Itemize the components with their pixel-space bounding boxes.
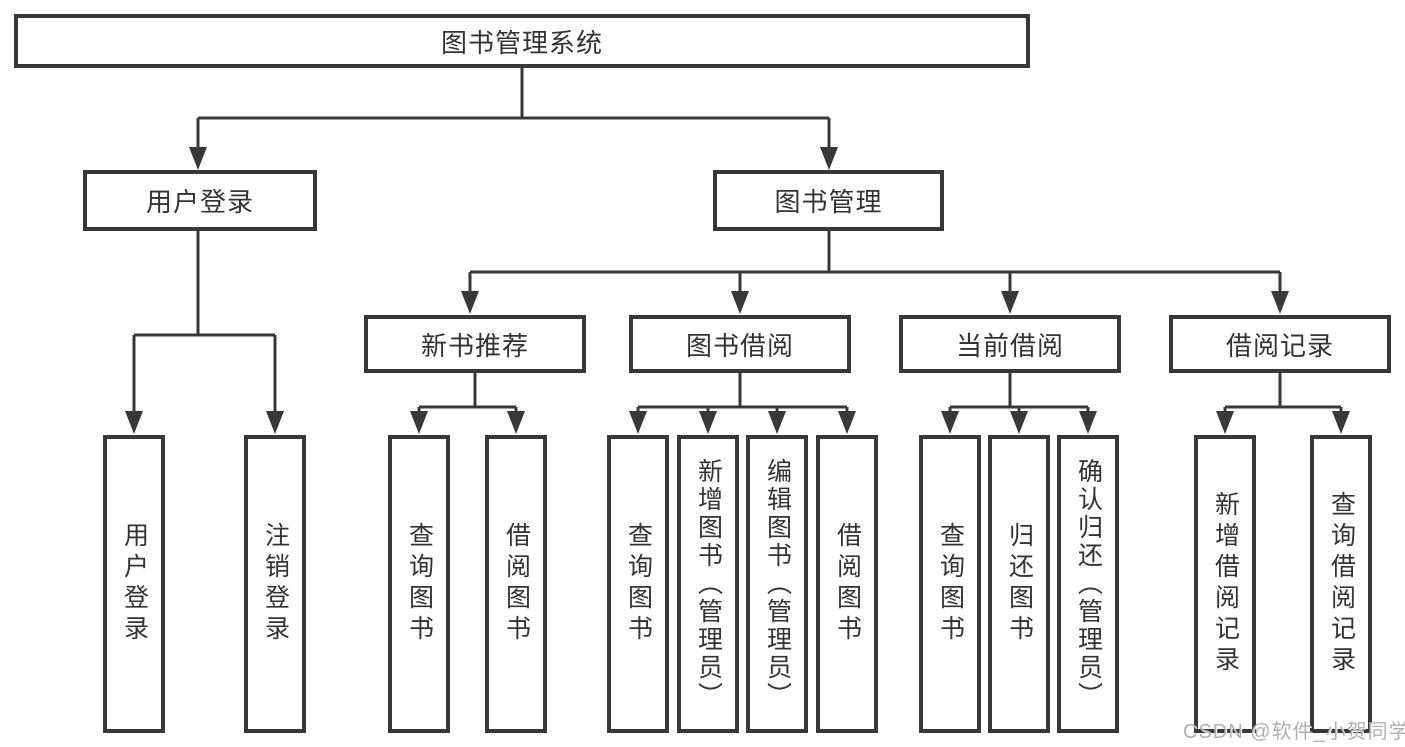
connector-current-borrow-children bbox=[948, 373, 1090, 412]
node-label: 归还图书 bbox=[1005, 522, 1034, 646]
node-leaf-borrow-book-recommend: 借阅图书 bbox=[485, 435, 547, 733]
arrowhead-icon bbox=[189, 147, 207, 170]
node-label: 借阅图书 bbox=[502, 522, 531, 646]
node-label: 借阅图书 bbox=[833, 522, 862, 646]
node-leaf-user-login: 用户登录 bbox=[103, 435, 165, 733]
node-leaf-query-borrow-record: 查询借阅记录 bbox=[1310, 435, 1372, 733]
node-leaf-query-book-borrow: 查询图书 bbox=[607, 435, 669, 733]
arrowhead-icon bbox=[699, 411, 717, 434]
node-label: 注销登录 bbox=[261, 522, 290, 646]
arrowhead-icon bbox=[941, 411, 959, 434]
arrowhead-icon bbox=[125, 411, 143, 434]
node-leaf-confirm-return-admin: 确认归还（管理员） bbox=[1057, 435, 1119, 733]
node-root: 图书管理系统 bbox=[14, 14, 1030, 68]
node-current-borrow: 当前借阅 bbox=[899, 315, 1121, 373]
node-borrow-records: 借阅记录 bbox=[1169, 315, 1391, 373]
arrowhead-icon bbox=[820, 147, 838, 170]
node-new-book-recommend: 新书推荐 bbox=[364, 315, 586, 373]
node-leaf-add-book-admin: 新增图书（管理员） bbox=[677, 435, 739, 733]
node-label: 新增图书（管理员） bbox=[694, 458, 723, 710]
arrowhead-icon bbox=[1079, 411, 1097, 434]
node-label: 编辑图书（管理员） bbox=[763, 458, 792, 710]
node-book-management: 图书管理 bbox=[713, 170, 944, 231]
node-leaf-return-book: 归还图书 bbox=[988, 435, 1050, 733]
arrowhead-icon bbox=[1271, 291, 1289, 314]
node-label: 新增借阅记录 bbox=[1211, 491, 1240, 677]
arrowhead-icon bbox=[629, 411, 647, 434]
node-label: 当前借阅 bbox=[955, 330, 1064, 361]
node-label: 图书借阅 bbox=[685, 330, 794, 361]
node-label: 借阅记录 bbox=[1225, 330, 1334, 361]
node-label: 确认归还（管理员） bbox=[1074, 458, 1103, 710]
watermark: CSDN @软件_小贺同学 bbox=[1183, 721, 1405, 743]
node-label: 用户登录 bbox=[145, 187, 254, 217]
node-label: 查询图书 bbox=[624, 522, 653, 646]
node-leaf-borrow-book: 借阅图书 bbox=[816, 435, 878, 733]
arrowhead-icon bbox=[266, 411, 284, 434]
node-leaf-edit-book-admin: 编辑图书（管理员） bbox=[746, 435, 808, 733]
node-leaf-add-borrow-record: 新增借阅记录 bbox=[1194, 435, 1256, 733]
arrowhead-icon bbox=[1332, 411, 1350, 434]
node-user-login: 用户登录 bbox=[83, 170, 317, 231]
arrowhead-icon bbox=[1010, 411, 1028, 434]
connector-book-borrow-children bbox=[636, 373, 849, 412]
node-leaf-query-book-recommend: 查询图书 bbox=[388, 435, 450, 733]
connector-book-management-to-level3 bbox=[468, 231, 1282, 292]
node-label: 查询图书 bbox=[936, 522, 965, 646]
node-label: 图书管理系统 bbox=[440, 27, 603, 58]
node-label: 用户登录 bbox=[120, 522, 149, 646]
node-leaf-logout: 注销登录 bbox=[244, 435, 306, 733]
node-leaf-query-book-current: 查询图书 bbox=[919, 435, 981, 733]
node-label: 查询图书 bbox=[405, 522, 434, 646]
arrowhead-icon bbox=[768, 411, 786, 434]
connector-user-login-children bbox=[132, 231, 277, 412]
node-label: 新书推荐 bbox=[420, 330, 529, 361]
connector-borrow-records-children bbox=[1223, 373, 1343, 412]
node-label: 图书管理 bbox=[774, 187, 883, 217]
node-book-borrow: 图书借阅 bbox=[629, 315, 851, 373]
arrowhead-icon bbox=[410, 411, 428, 434]
arrowhead-icon bbox=[461, 291, 479, 314]
connector-root-to-level2 bbox=[196, 68, 831, 147]
arrowhead-icon bbox=[507, 411, 525, 434]
arrowhead-icon bbox=[1216, 411, 1234, 434]
connector-new-book-children bbox=[417, 373, 518, 412]
arrowhead-icon bbox=[731, 291, 749, 314]
arrowhead-icon bbox=[1001, 291, 1019, 314]
arrowhead-icon bbox=[838, 411, 856, 434]
node-label: 查询借阅记录 bbox=[1327, 491, 1356, 677]
